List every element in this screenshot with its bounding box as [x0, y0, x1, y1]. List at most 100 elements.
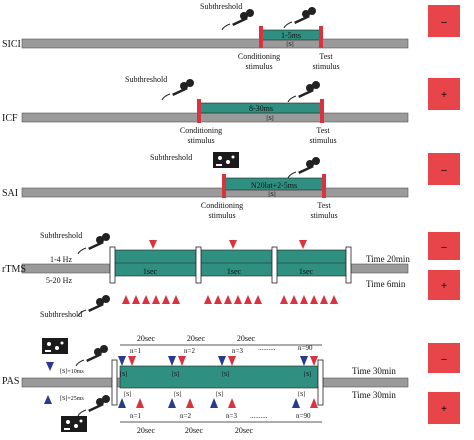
sici-conditioning-coil-icon — [221, 8, 255, 31]
pas-bottom-red-1 — [136, 398, 144, 408]
rtms-high-pulse — [254, 295, 262, 304]
rtms-gap-left — [109, 246, 116, 284]
pas-effect-box-top — [428, 343, 460, 373]
sai-stimulator-icon — [213, 152, 239, 168]
pas-gap-right — [317, 359, 324, 406]
rtms-seg-label-2: 1sec — [227, 267, 242, 276]
rtms-high-pulse — [132, 295, 140, 304]
icf-baseline-bar — [21, 112, 409, 123]
pas-bottom-stimulator-icon — [61, 416, 87, 432]
pas-blue-pulse-top-left — [46, 362, 54, 371]
pas-bottom-blue-1 — [118, 398, 126, 408]
icf-interval-label: 8-30ms — [249, 104, 273, 113]
icf-row: ICF 8-30ms [S] Subthreshold Conditioning… — [2, 75, 460, 145]
pas-effect-box-bottom — [428, 392, 460, 424]
pas-interval-bottom-3: 20sec — [235, 426, 254, 435]
pas-bottom-s-2: [S] — [174, 392, 181, 398]
pas-top-blue-1 — [118, 356, 126, 366]
sici-subthreshold-label: Subthreshold — [200, 2, 242, 11]
rtms-high-pulse — [204, 295, 212, 304]
pas-bottom-red-3 — [228, 398, 236, 408]
rtms-high-pulse — [310, 295, 318, 304]
rtms-seg-label-1: 1sec — [143, 267, 158, 276]
sai-effect-box — [428, 153, 460, 185]
sai-label: SAI — [2, 188, 18, 199]
pas-top-stimulator-icon — [42, 338, 68, 354]
rtms-effect-sign-top: – — [441, 242, 447, 253]
rtms-high-pulse — [280, 295, 288, 304]
sai-subthreshold-label: Subthreshold — [150, 153, 192, 162]
icf-test-label-2: stimulus — [309, 136, 336, 145]
rtms-high-pulse — [162, 295, 170, 304]
sai-interval-label: N20lat+2-5ms — [251, 181, 297, 190]
pas-top-n3: n=3 — [232, 347, 243, 355]
pas-top-n2: n=2 — [184, 347, 195, 355]
pas-effect-sign-bottom: + — [441, 404, 447, 415]
icf-effect-box — [428, 78, 460, 110]
icf-subthreshold-label: Subthreshold — [125, 75, 167, 84]
rtms-high-pulse — [290, 295, 298, 304]
pas-interval-top-3: 20sec — [237, 334, 256, 343]
pas-top-s-2: [S] — [172, 372, 179, 378]
pas-top-blue-3 — [218, 356, 226, 366]
pas-interval-bottom-2: 20sec — [185, 426, 204, 435]
pas-top-s-90: [S] — [304, 372, 311, 378]
rtms-seg-label-3: 1sec — [299, 267, 314, 276]
pas-time-bottom-label: Time 30min — [352, 390, 396, 400]
pas-s10-label: [S]=10ms — [60, 369, 84, 375]
icf-conditioning-label-2: stimulus — [187, 136, 214, 145]
pas-bottom-red-2 — [186, 398, 194, 408]
rtms-low-pulse-2 — [229, 240, 237, 249]
pas-top-blue-2 — [168, 356, 176, 366]
pas-bottom-s-1: [S] — [124, 392, 131, 398]
sici-label: SICI — [2, 39, 21, 50]
pas-top-n90: n=90 — [298, 344, 313, 352]
rtms-subthreshold-top-label: Subthreshold — [40, 231, 82, 240]
sici-row: SICI 1-5ms [S] Subthreshold Conditioning… — [2, 2, 460, 71]
rtms-high-pulse — [330, 295, 338, 304]
sici-s-label: [S] — [286, 42, 293, 48]
pas-top-n1: n=1 — [130, 347, 141, 355]
rtms-gap-2 — [271, 246, 278, 284]
pas-top-s-1: [S] — [120, 372, 127, 378]
pas-bottom-blue-2 — [168, 398, 176, 408]
pas-bottom-n1: n=1 — [130, 412, 141, 420]
sai-conditioning-pulse — [222, 174, 226, 198]
rtms-gap-1 — [195, 246, 202, 284]
sai-conditioning-label-2: stimulus — [208, 211, 235, 220]
pas-bottom-red-90 — [310, 398, 318, 408]
pas-interval-bottom-1: 20sec — [137, 426, 156, 435]
pas-top-s-3: [S] — [222, 372, 229, 378]
sici-conditioning-pulse — [259, 26, 263, 48]
sici-interval-label: 1-5ms — [281, 31, 301, 40]
rtms-high-pulse — [122, 295, 130, 304]
pas-bottom-blue-3 — [210, 398, 218, 408]
sici-test-label-2: stimulus — [312, 62, 339, 71]
pas-bottom-n3: n=3 — [226, 412, 237, 420]
pas-label: PAS — [2, 376, 19, 387]
pas-top-red-1 — [128, 356, 136, 366]
pas-row: PAS [S]=10ms [S]=25ms 20sec 20sec 20sec … — [2, 334, 460, 435]
rtms-label: rTMS — [2, 264, 26, 275]
rtms-high-pulse — [320, 295, 328, 304]
rtms-low-pulse-3 — [299, 240, 307, 249]
rtms-gap-right — [345, 246, 352, 284]
pas-top-blue-90 — [300, 356, 308, 366]
pas-top-coil-icon — [75, 344, 109, 367]
rtms-high-pulse — [234, 295, 242, 304]
sai-effect-sign: – — [441, 165, 447, 176]
icf-test-pulse — [320, 99, 324, 123]
pas-bottom-n2: n=2 — [180, 412, 191, 420]
pas-bottom-n90: n=90 — [296, 412, 311, 420]
sai-test-coil-icon — [287, 156, 321, 179]
sici-test-label-1: Test — [319, 52, 333, 61]
rtms-effect-box-bottom — [428, 270, 460, 300]
sai-row: SAI N20lat+2-5ms [S] Subthreshold Condit… — [2, 152, 460, 220]
rtms-bottom-coil-icon — [77, 294, 111, 317]
pas-train-bar — [119, 365, 321, 389]
rtms-time-low-label: Time 20min — [366, 254, 410, 264]
pas-effect-sign-top: – — [441, 354, 447, 365]
rtms-high-pulse — [214, 295, 222, 304]
sai-conditioning-label-1: Conditioning — [201, 201, 243, 210]
pas-blue-pulse-bottom-left — [44, 395, 52, 404]
